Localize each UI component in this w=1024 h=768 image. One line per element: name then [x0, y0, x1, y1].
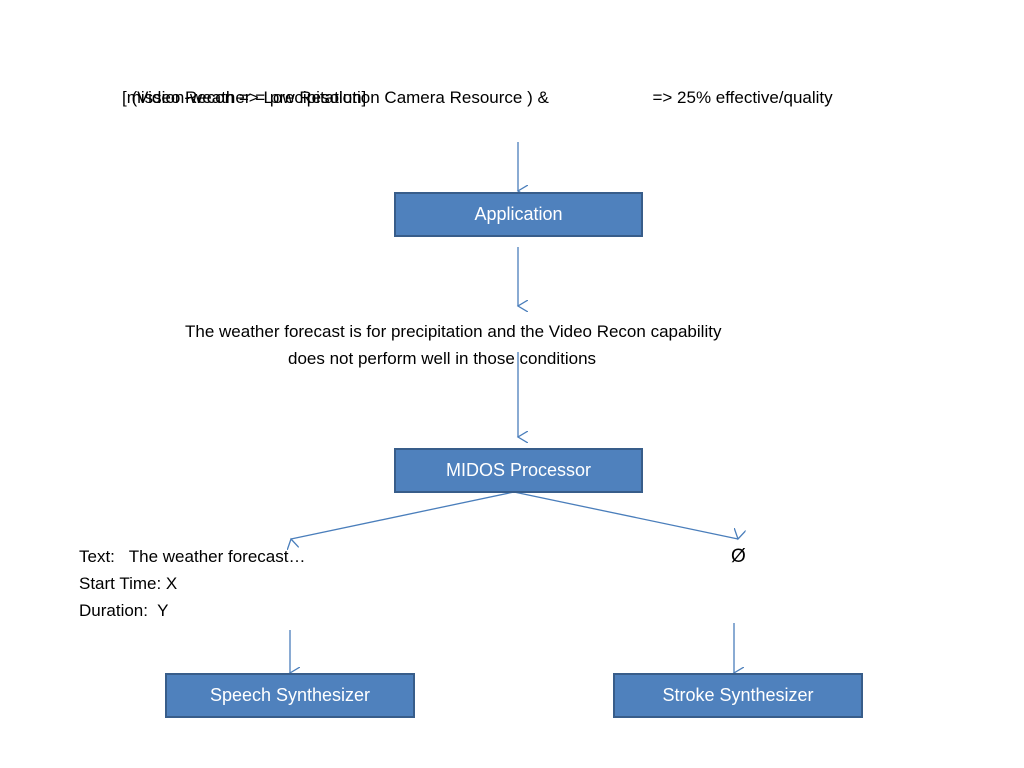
arrow-midos-to-stroke-params	[513, 491, 738, 539]
midos-processor-label: MIDOS Processor	[445, 460, 592, 480]
stroke-synthesizer-box: Stroke Synthesizer	[613, 673, 863, 718]
arrow-midos-to-speech-params	[291, 491, 515, 539]
header-result: => 25% effective/quality	[643, 57, 833, 111]
explanation-line2: does not perform well in those condition…	[288, 349, 597, 368]
application-box: Application	[394, 192, 643, 237]
header-line2: [mission-weather = precipitation]	[122, 88, 367, 107]
explanation-line1: The weather forecast is for precipitatio…	[185, 322, 722, 341]
stroke-synthesizer-label: Stroke Synthesizer	[662, 685, 814, 705]
speech-start-time: Start Time: X	[79, 574, 178, 593]
header-condition: (Video Recon => Low Resolution Camera Re…	[122, 57, 549, 111]
speech-text-param: Text: The weather forecast…	[79, 547, 306, 566]
speech-synthesizer-box: Speech Synthesizer	[165, 673, 415, 718]
header-line1-left: (Video Recon => Low Resolution Camera Re…	[131, 88, 549, 107]
speech-duration: Duration: Y	[79, 601, 169, 620]
midos-processor-box: MIDOS Processor	[394, 448, 643, 493]
header-line1-right: => 25% effective/quality	[652, 88, 833, 107]
speech-synthesizer-label: Speech Synthesizer	[209, 685, 371, 705]
stroke-null-symbol: Ø	[731, 546, 746, 567]
application-label: Application	[474, 204, 563, 224]
